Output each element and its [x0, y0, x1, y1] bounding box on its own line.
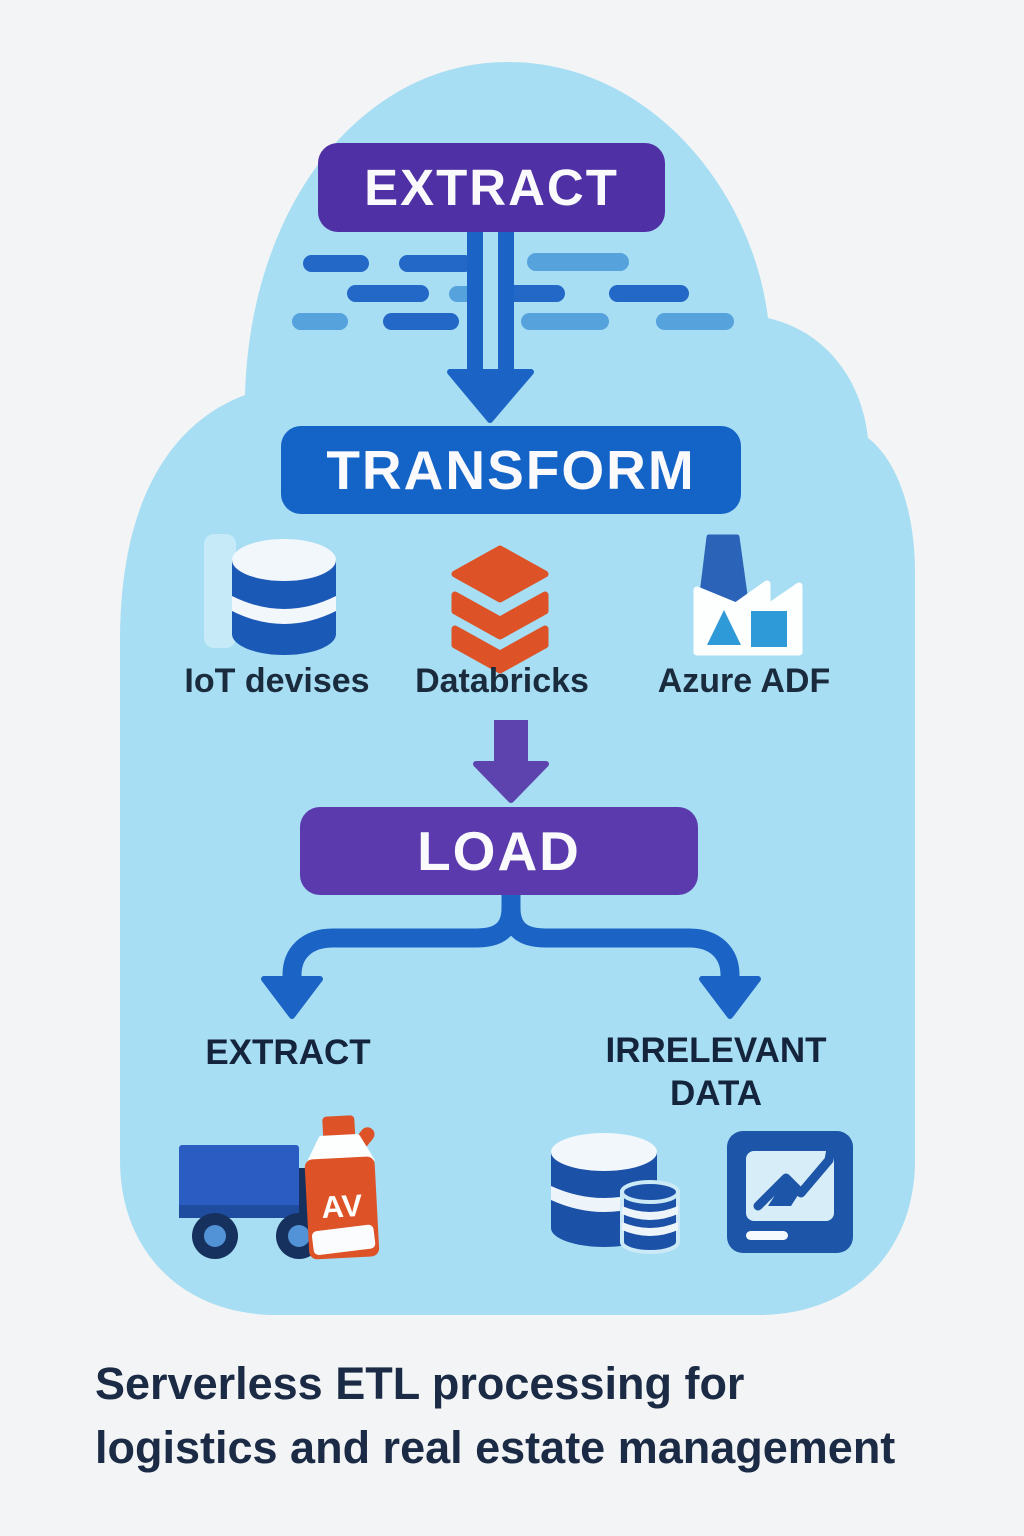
tool-label-azure-adf: Azure ADF: [657, 662, 831, 700]
down-arrow-purple-icon: [473, 720, 549, 803]
output-label-irrelevant-data: IRRELEVANT DATA: [605, 1031, 827, 1113]
bottle-icon: AV: [304, 1115, 380, 1260]
tool-label-iot-devices: IoT devises: [184, 662, 370, 700]
bottle-label-text: AV: [321, 1188, 364, 1225]
highlight-patch: [204, 534, 236, 648]
caption-line-2: logistics and real estate management: [95, 1421, 896, 1473]
branch-arrow-icon: [282, 875, 740, 990]
branch-arrowhead-right: [699, 976, 761, 1019]
tool-label-databricks: Databricks: [415, 662, 589, 700]
stage-extract-box: EXTRACT: [318, 143, 665, 232]
stage-load-box: LOAD: [300, 807, 698, 895]
chart-monitor-icon: [727, 1131, 853, 1253]
branch-arrowhead-left: [261, 976, 323, 1019]
output-label-extract: EXTRACT: [205, 1033, 371, 1072]
stage-extract-label: EXTRACT: [364, 159, 619, 216]
factory-icon: [693, 534, 803, 656]
data-stream-dashes: [292, 253, 734, 330]
caption: Serverless ETL processing for logistics …: [95, 1352, 1015, 1480]
stage-load-label: LOAD: [417, 820, 581, 882]
database-stack-icon: [551, 1133, 680, 1254]
stage-transform-box: TRANSFORM: [281, 426, 741, 514]
databricks-icon: [451, 545, 549, 674]
database-icon: [232, 539, 336, 655]
caption-line-1: Serverless ETL processing for: [95, 1358, 745, 1409]
down-arrow-icon: [447, 224, 534, 423]
stage-transform-label: TRANSFORM: [326, 439, 696, 501]
